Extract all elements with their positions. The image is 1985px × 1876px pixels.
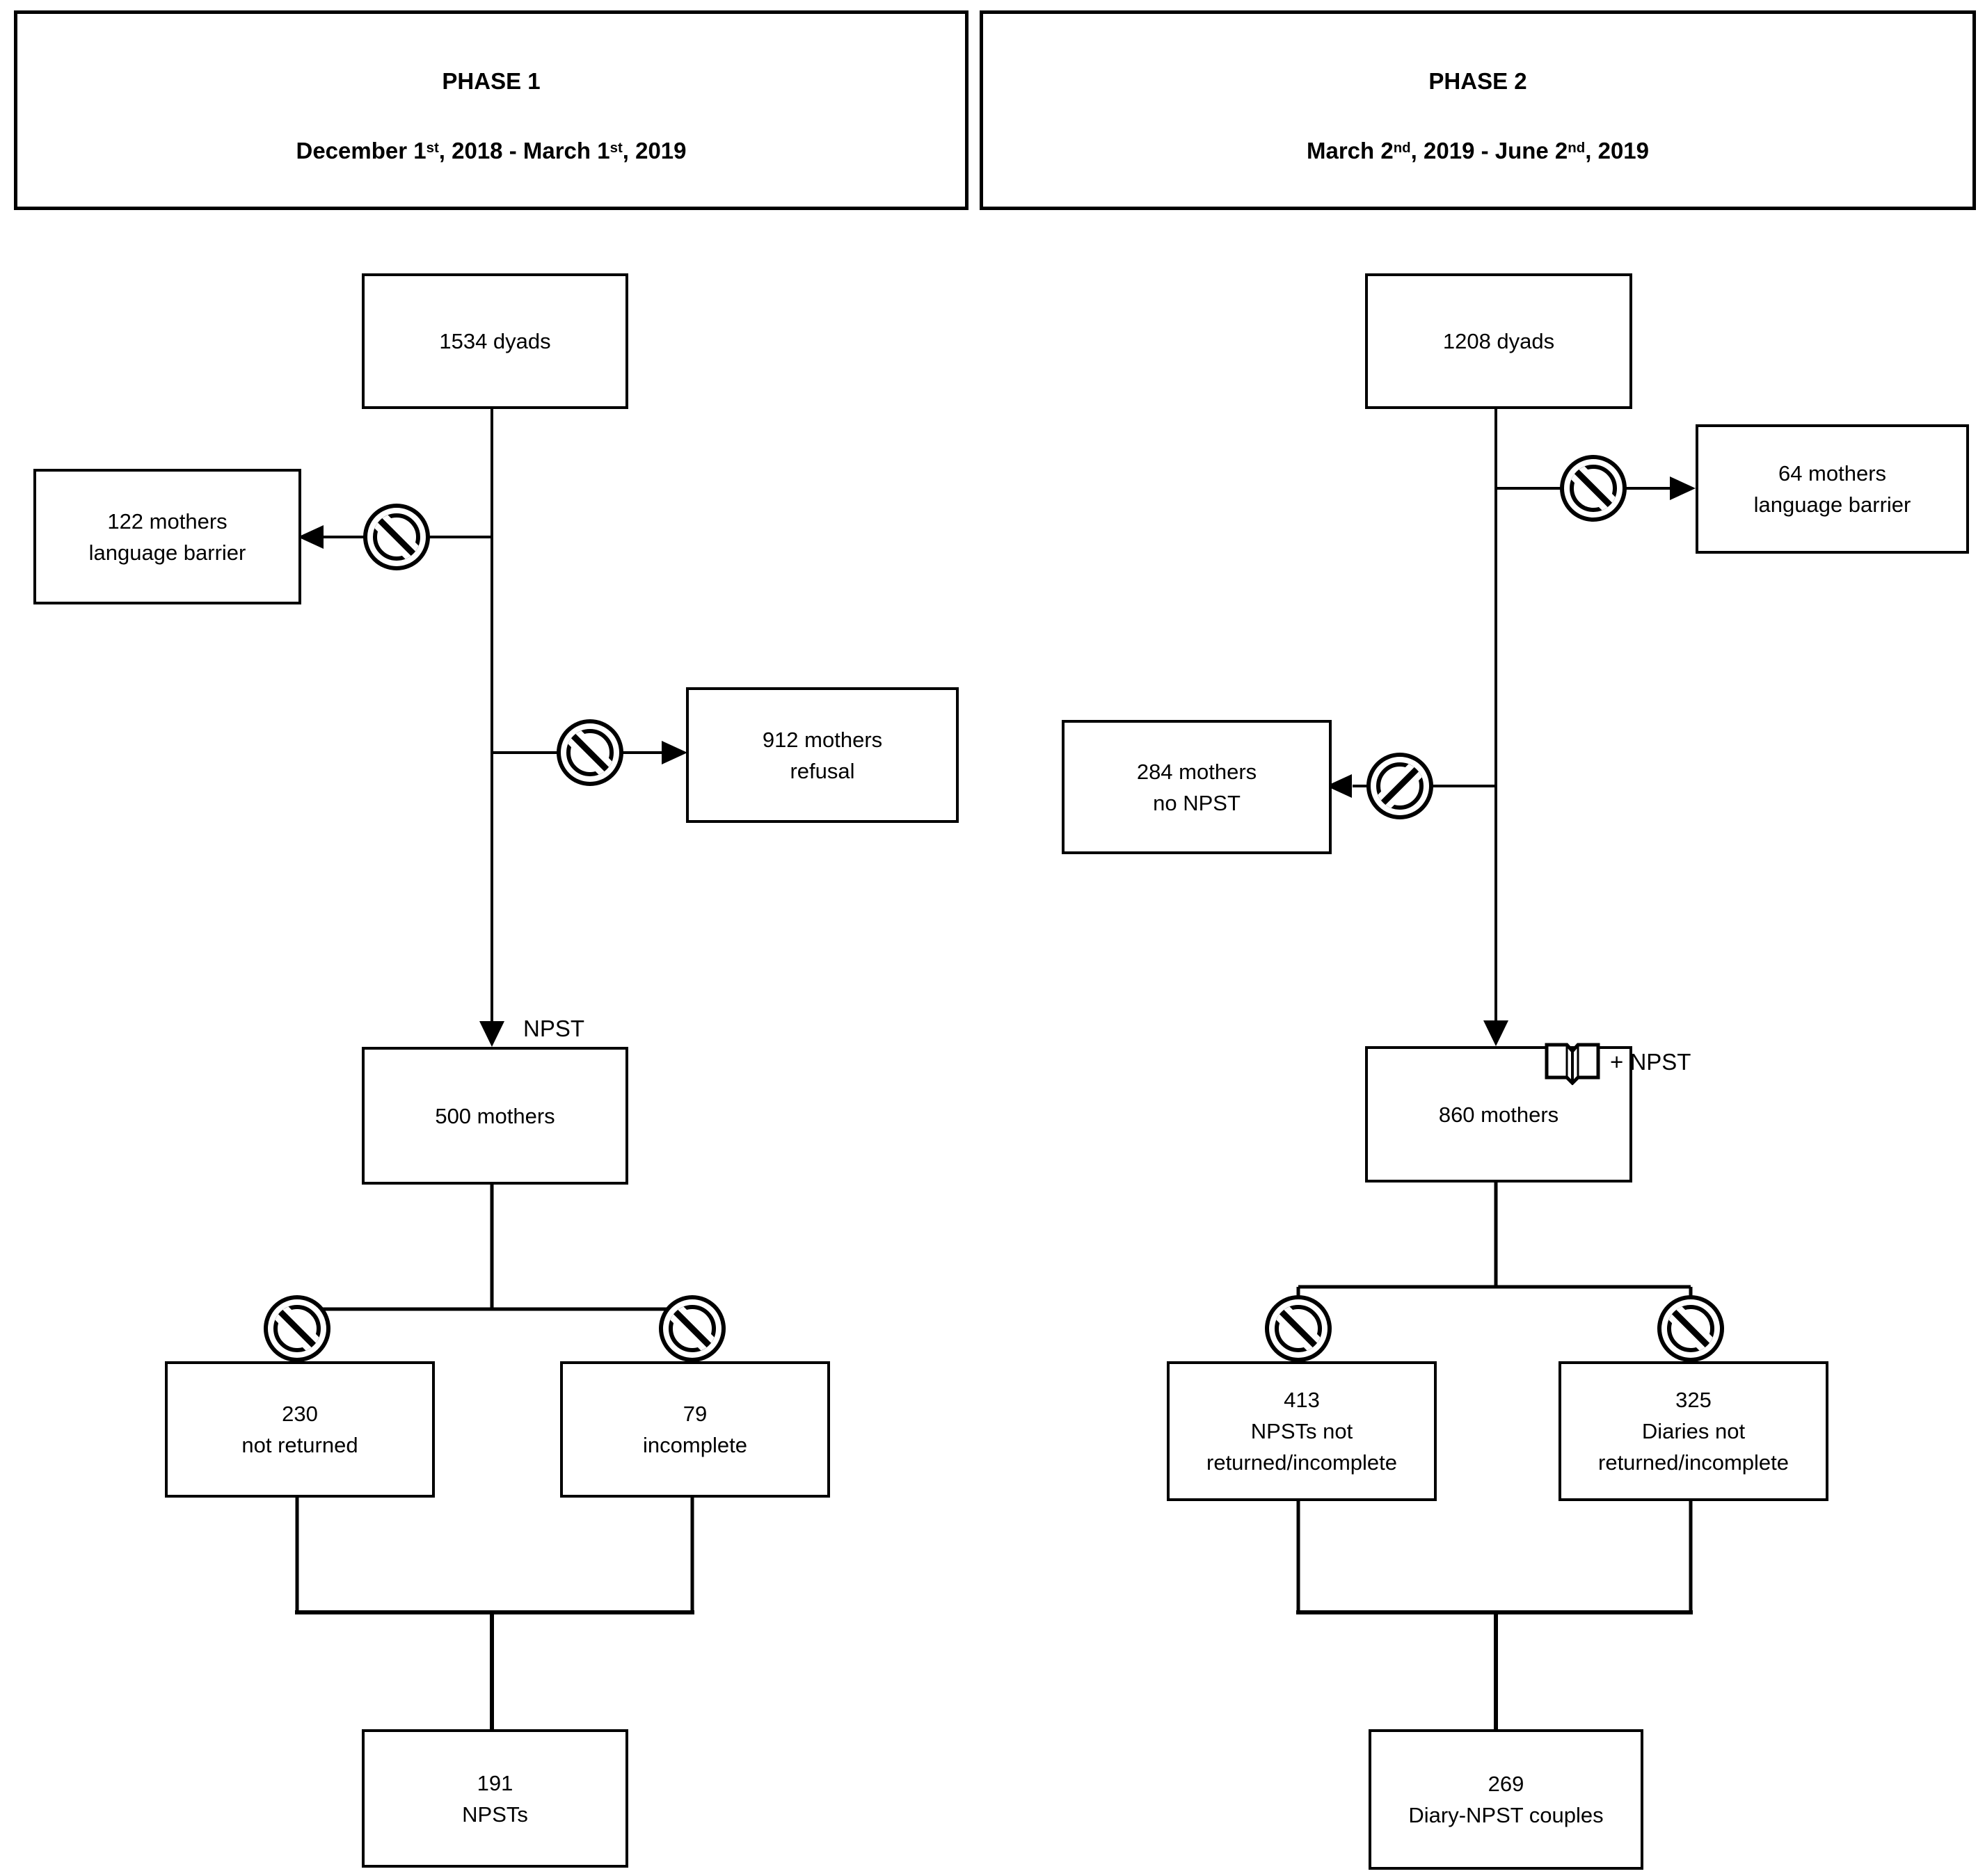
phase2-date-part: , 2019 - June 2 [1410,138,1568,163]
arrow-right-into-912-mothers [662,741,687,764]
phase2-diaries-not-returned-box: 325 Diaries not returned/incomplete [1558,1361,1828,1501]
phase1-mothers-box: 500 mothers [362,1047,628,1185]
arrow-down-into-500-mothers [479,1021,504,1047]
phase1-mothers-label: 500 mothers [435,1103,555,1128]
phase1-date-ordinal: st [609,139,623,156]
phase2-date-range: March 2nd, 2019 - June 2nd, 2019 [1307,138,1649,164]
prohibition-icon [365,506,428,568]
phase2-mothers-label: 860 mothers [1438,1102,1559,1127]
phase1-excluded-language-barrier-box: 122 mothers language barrier [33,469,301,604]
result-count: 269 [1488,1772,1524,1796]
excluded-reason: language barrier [88,540,246,565]
prohibition-icon [1562,457,1625,520]
prohibition-icon [559,721,621,784]
excluded-reason: NPSTs not [1250,1419,1353,1443]
open-book-icon [1545,1043,1600,1085]
phase1-header: PHASE 1 December 1st, 2018 - March 1st, … [14,10,968,210]
arrow-left-into-122-mothers [298,525,324,549]
result-label: Diary-NPST couples [1408,1803,1604,1827]
phase1-dyads-label: 1534 dyads [439,329,551,353]
excluded-count: 912 mothers [762,727,883,752]
excluded-reason: no NPST [1153,790,1241,815]
phase2-book-label: + NPST [1610,1049,1691,1075]
phase1-result-box: 191 NPSTs [362,1729,628,1868]
prohibition-icon [661,1297,724,1360]
excluded-count: 79 [683,1402,708,1426]
excluded-count: 284 mothers [1136,759,1257,784]
result-label: NPSTs [462,1802,528,1827]
phase1-arrowheads [298,525,687,1047]
excluded-count: 413 [1284,1388,1320,1412]
phase2-dyads-box: 1208 dyads [1365,273,1632,409]
excluded-reason: returned/incomplete [1206,1450,1397,1475]
excluded-count: 230 [282,1402,318,1426]
phase1-npst-annotation: NPST [523,1016,585,1041]
phase2-date-part: March 2 [1306,138,1394,163]
phase2-date-ordinal: nd [1568,139,1586,156]
result-count: 191 [477,1770,513,1795]
excluded-reason: returned/incomplete [1598,1450,1789,1475]
phase1-dyads-box: 1534 dyads [362,273,628,409]
excluded-reason: language barrier [1753,492,1911,517]
phase2-date-ordinal: nd [1393,139,1411,156]
prohibition-icon [1659,1297,1722,1360]
phase2-result-box: 269 Diary-NPST couples [1369,1729,1643,1870]
excluded-reason: Diaries not [1641,1419,1746,1443]
phase2-diary-npst-annotation: + NPST [1543,1039,1691,1085]
excluded-reason: refusal [790,758,855,783]
arrow-left-into-284-mothers [1326,774,1352,798]
phase1-date-part: December 1 [296,138,427,163]
prohibition-icon [1267,1297,1330,1360]
excluded-count: 64 mothers [1778,461,1887,486]
excluded-reason: not returned [241,1433,358,1457]
phase1-title: PHASE 1 [442,68,541,94]
phase1-prohibition-icons [266,506,724,1360]
phase2-excluded-language-barrier-box: 64 mothers language barrier [1696,424,1969,554]
prohibition-icon [266,1297,328,1360]
phase2-date-part: , 2019 [1585,138,1650,163]
arrow-down-into-860-mothers [1483,1020,1508,1046]
phase2-excluded-no-npst-box: 284 mothers no NPST [1062,720,1332,854]
excluded-count: 325 [1675,1388,1712,1412]
phase1-incomplete-box: 79 incomplete [560,1361,830,1498]
phase2-npsts-not-returned-box: 413 NPSTs not returned/incomplete [1167,1361,1437,1501]
prohibition-icon [1369,755,1431,817]
phase2-dyads-label: 1208 dyads [1442,329,1555,353]
phase1-date-part: , 2018 - March 1 [438,138,610,163]
phase1-date-ordinal: st [426,139,439,156]
excluded-count: 122 mothers [107,508,228,534]
phase1-excluded-refusal-box: 912 mothers refusal [686,687,959,823]
phase2-title: PHASE 2 [1428,68,1527,94]
arrow-right-into-64-mothers [1670,476,1696,500]
phase1-not-returned-box: 230 not returned [165,1361,435,1498]
excluded-reason: incomplete [643,1433,747,1457]
phase2-arrowheads [1326,476,1696,1046]
phase2-header: PHASE 2 March 2nd, 2019 - June 2nd, 2019 [980,10,1976,210]
phase1-date-range: December 1st, 2018 - March 1st, 2019 [296,138,686,164]
phase1-date-part: , 2019 [622,138,687,163]
